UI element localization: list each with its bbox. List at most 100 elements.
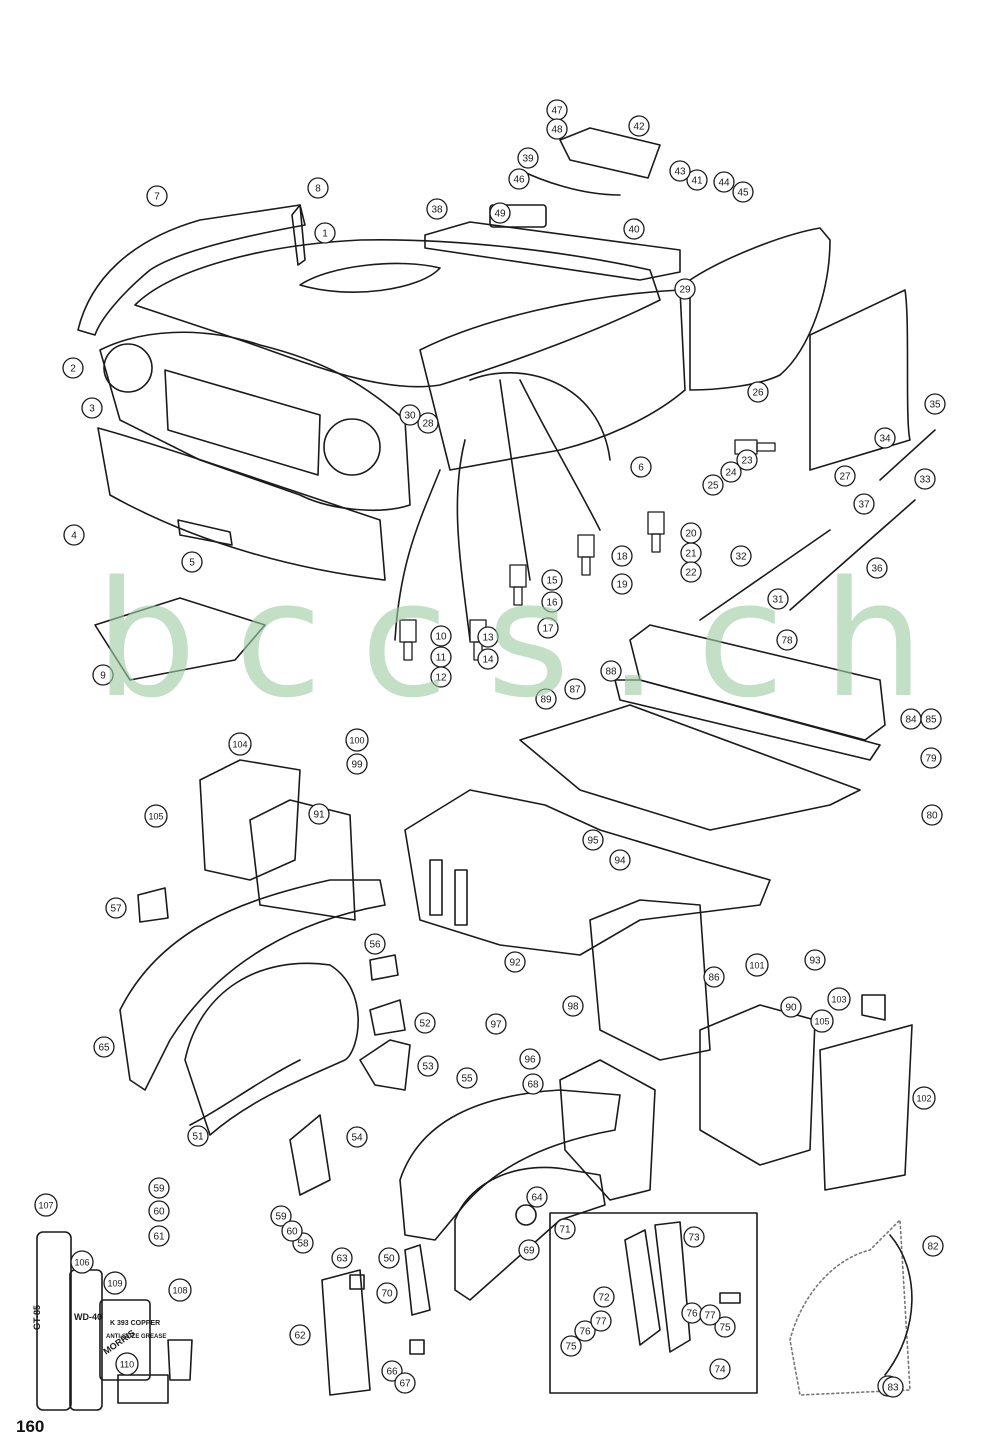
callout-97: 97 [485,1013,507,1035]
callout-2: 2 [62,357,84,379]
aerosol-107 [36,1231,72,1411]
callout-number: 38 [431,205,443,216]
callout-number: 48 [551,125,563,136]
callout-63: 63 [331,1247,353,1269]
callout-number: 6 [638,463,644,474]
page-number: 160 [16,1417,45,1436]
callout-number: 67 [399,1379,411,1390]
label-copper: K 393 COPPER [110,1320,160,1327]
callout-number: 36 [871,564,883,575]
callout-number: 37 [858,500,870,511]
callout-number: 101 [749,961,764,971]
callout-110: 110 [115,1352,139,1376]
callout-circle [144,804,168,828]
callout-circle [804,949,826,971]
inner-panel-86 [589,899,711,1061]
callout-25: 25 [702,474,724,496]
callout-number: 105 [148,812,163,822]
bracket-56 [369,954,399,981]
callout-number: 92 [509,958,521,969]
callout-circle [866,557,888,579]
callout-circle [115,1352,139,1376]
rod-31 [699,529,831,621]
callout-circle [504,951,526,973]
callout-number: 31 [772,595,784,606]
callout-circle [554,1218,576,1240]
callout-number: 100 [349,736,364,746]
callout-number: 79 [925,754,937,765]
callout-87: 87 [564,678,586,700]
callout-number: 65 [98,1043,110,1054]
callout-57: 57 [105,897,127,919]
callout-number: 105 [814,1017,829,1027]
callout-35: 35 [924,393,946,415]
callout-circle [148,1177,170,1199]
callout-72: 72 [593,1286,615,1308]
callout-51: 51 [187,1125,209,1147]
bracket-52 [369,999,406,1036]
callout-circle [519,1048,541,1070]
callout-number: 88 [605,667,617,678]
callout-number: 24 [725,468,737,479]
callout-number: 86 [708,973,720,984]
callout-40: 40 [623,218,645,240]
callout-circle [105,897,127,919]
callout-9: 9 [92,664,114,686]
callout-82: 82 [922,1235,944,1257]
callout-number: 12 [435,673,447,684]
callout-number: 28 [422,419,434,430]
callout-46: 46 [508,168,530,190]
callout-circle [882,1376,904,1398]
callout-circle [181,551,203,573]
callout-number: 76 [579,1327,591,1338]
callout-number: 19 [616,580,628,591]
callout-number: 29 [679,285,691,296]
callout-number: 56 [369,940,381,951]
callout-80: 80 [921,804,943,826]
callout-number: 83 [887,1383,899,1394]
callout-64: 64 [526,1186,548,1208]
bottle-108 [167,1339,193,1381]
callout-44: 44 [713,171,735,193]
bracket-57 [137,887,169,923]
label-anti-seize: ANTI-SEIZE GREASE [106,1334,166,1340]
callout-number: 5 [189,558,195,569]
callout-76: 76 [681,1302,703,1324]
sachet-110 [117,1374,169,1404]
callout-100: 100 [345,728,369,752]
callout-75: 75 [714,1316,736,1338]
callout-27: 27 [834,465,856,487]
callout-17: 17 [537,617,559,639]
callout-47: 47 [546,99,568,121]
callout-circle [526,1186,548,1208]
wheel-arch-51 [184,962,359,1136]
callout-circle [378,1247,400,1269]
callout-83: 83 [882,1376,904,1398]
callout-number: 9 [100,671,106,682]
callout-number: 8 [315,184,321,195]
callout-70: 70 [376,1282,398,1304]
front-valance-panel [99,331,411,511]
callout-22: 22 [680,561,702,583]
callout-circle [611,573,633,595]
callout-circle [345,728,369,752]
seal-73 [654,1221,691,1353]
callout-number: 53 [422,1062,434,1073]
callout-number: 66 [386,1367,398,1378]
callout-circle [430,625,452,647]
callout-number: 23 [741,456,753,467]
clip-63 [349,1274,365,1290]
callout-number: 2 [70,364,76,375]
callout-55: 55 [456,1067,478,1089]
callout-circle [703,966,725,988]
callout-number: 20 [685,529,697,540]
callout-circle [508,168,530,190]
callout-number: 98 [567,1002,579,1013]
callout-number: 108 [172,1286,187,1296]
callout-number: 97 [490,1020,502,1031]
callout-number: 3 [89,404,95,415]
callout-circle [148,1200,170,1222]
callout-number: 104 [232,740,247,750]
callout-number: 57 [110,904,122,915]
